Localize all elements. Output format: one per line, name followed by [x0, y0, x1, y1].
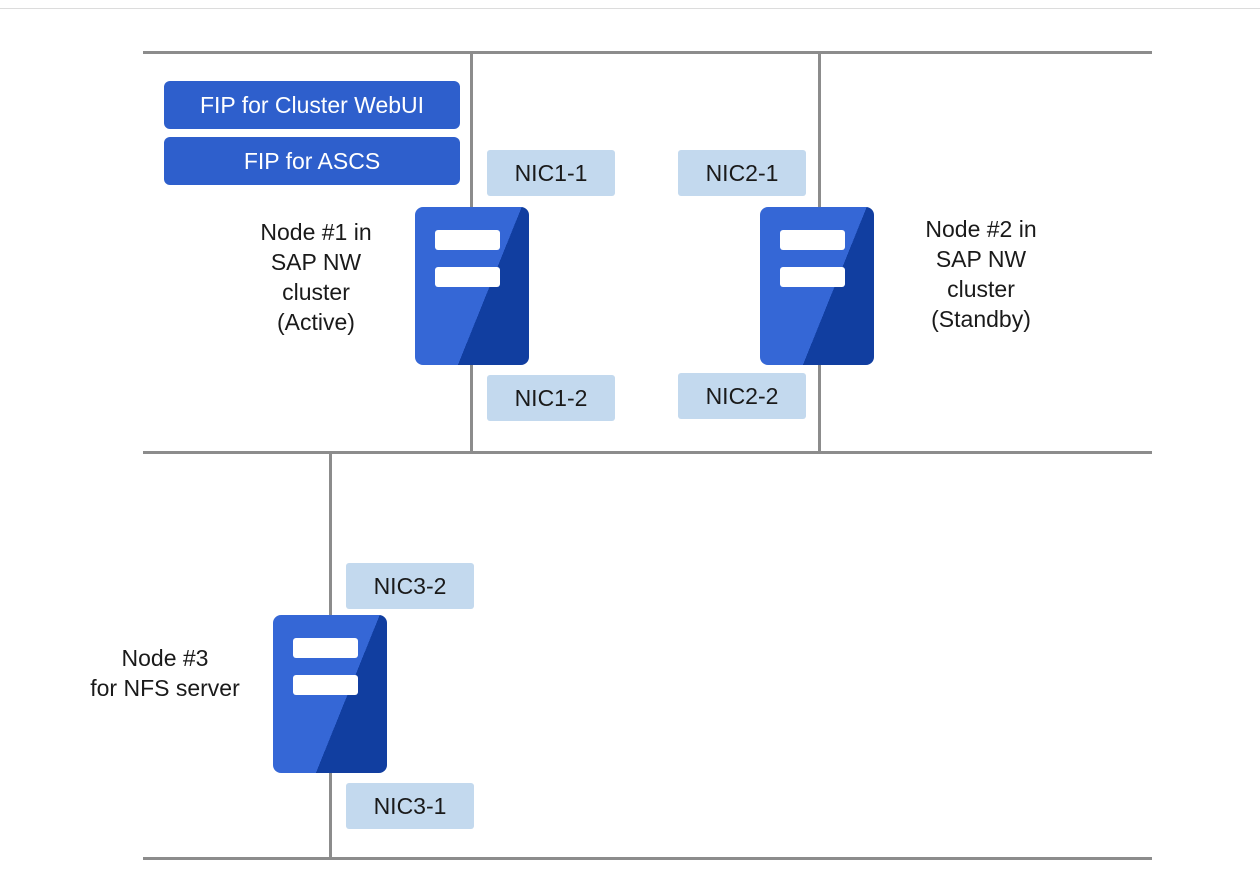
nic2-1: NIC2-1 [678, 150, 806, 196]
nic3-2: NIC3-2 [346, 563, 474, 609]
nic1-2: NIC1-2 [487, 375, 615, 421]
nic1-1: NIC1-1 [487, 150, 615, 196]
top-divider [0, 8, 1260, 9]
node1-label: Node #1 in SAP NW cluster (Active) [260, 219, 372, 335]
network-line-middle [143, 451, 1152, 454]
network-line-bottom [143, 857, 1152, 860]
server-slot [780, 267, 845, 287]
server-slot [293, 675, 358, 695]
fip-cluster-webui: FIP for Cluster WebUI [164, 81, 460, 129]
server-icon [415, 207, 529, 365]
server-slot [780, 230, 845, 250]
server-slot [435, 230, 500, 250]
node2-label: Node #2 in SAP NW cluster (Standby) [925, 216, 1037, 332]
server-icon [273, 615, 387, 773]
server-slot [293, 638, 358, 658]
node3-label: Node #3 for NFS server [90, 645, 240, 701]
nic2-2: NIC2-2 [678, 373, 806, 419]
server-slot [435, 267, 500, 287]
server-icon [760, 207, 874, 365]
fip-ascs: FIP for ASCS [164, 137, 460, 185]
network-line-top [143, 51, 1152, 54]
nic3-1: NIC3-1 [346, 783, 474, 829]
